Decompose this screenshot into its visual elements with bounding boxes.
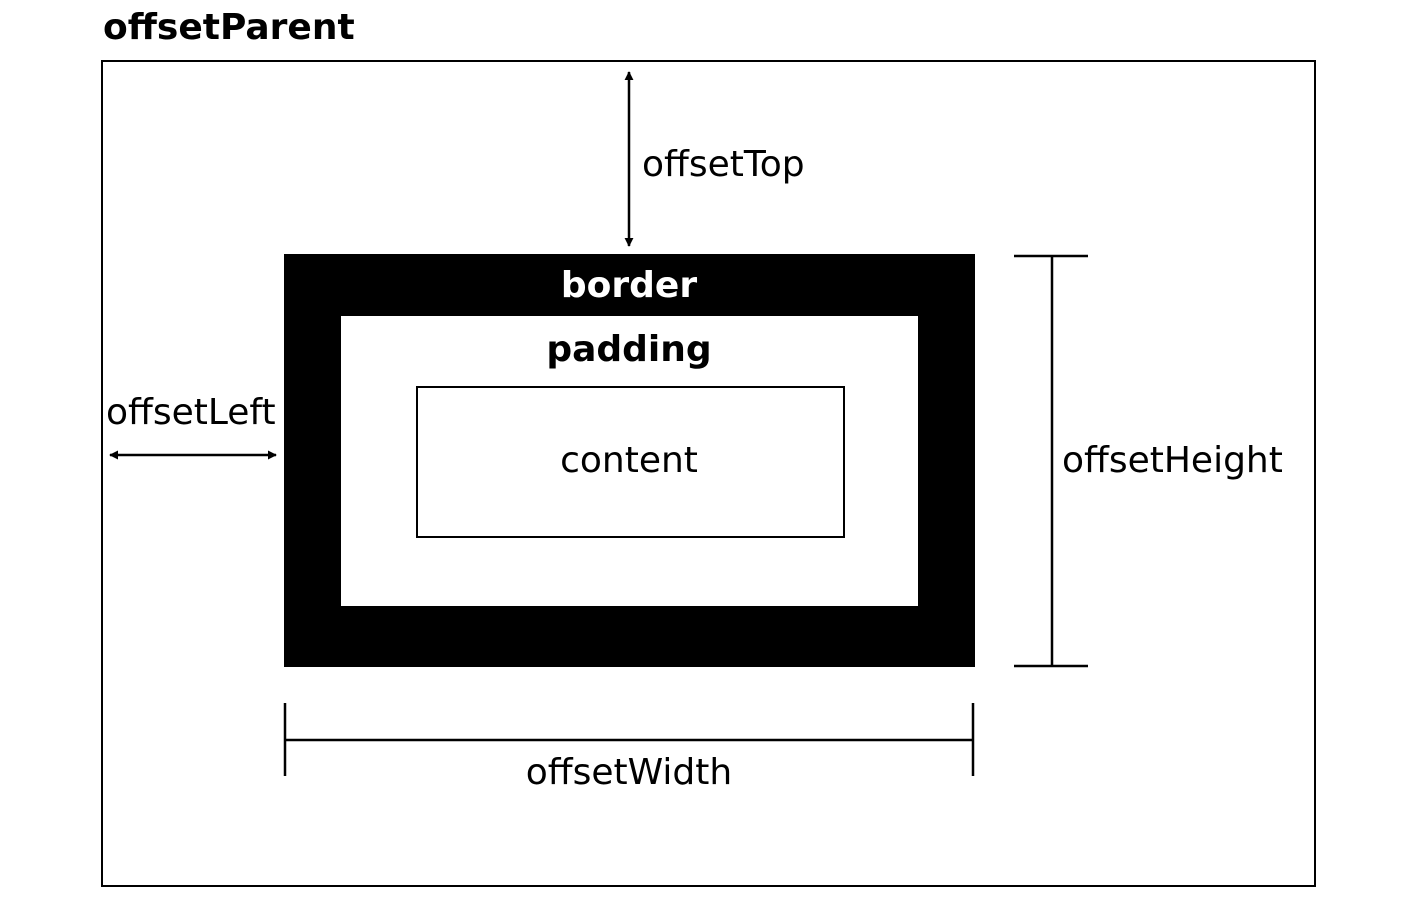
offset-height-dimension [1014, 254, 1088, 668]
offset-height-label: offsetHeight [1062, 440, 1283, 481]
offset-left-label: offsetLeft [106, 392, 276, 433]
content-area [416, 386, 845, 538]
border-label: border [560, 265, 698, 306]
offset-width-dimension [283, 703, 975, 776]
offset-parent-title: offsetParent [103, 7, 355, 48]
padding-label: padding [546, 329, 712, 370]
offset-parent-frame [101, 60, 1316, 887]
offset-width-label: offsetWidth [525, 752, 733, 793]
offset-top-label: offsetTop [642, 144, 805, 185]
content-label: content [560, 440, 698, 481]
